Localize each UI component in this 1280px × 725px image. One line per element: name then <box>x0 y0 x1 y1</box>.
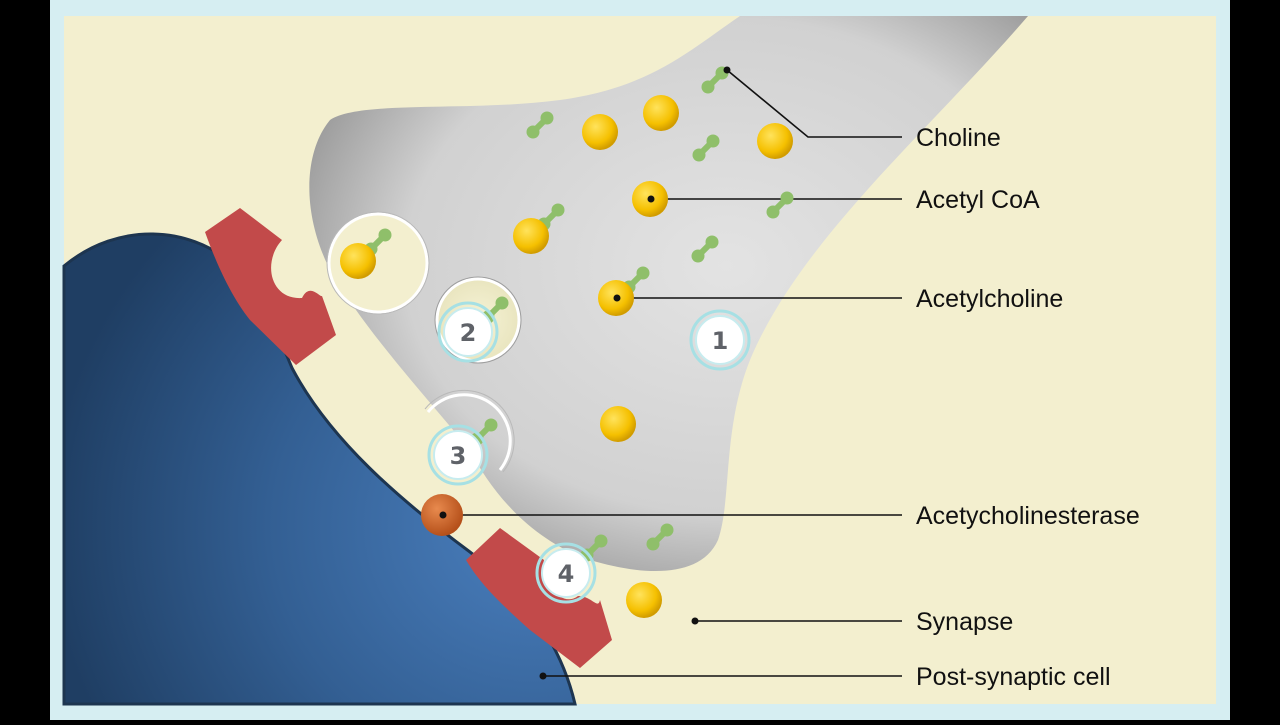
acetyl-coa-molecule <box>600 406 636 442</box>
step-number: 3 <box>450 442 467 470</box>
leader-choline <box>726 69 902 138</box>
acetylcholine-molecule <box>513 204 565 254</box>
acetylcholine-molecule <box>340 229 392 279</box>
acetyl-coa-molecule <box>757 123 793 159</box>
acetyl-coa-molecule <box>643 95 679 131</box>
label-choline: Choline <box>916 124 1001 152</box>
step-number: 2 <box>460 319 477 347</box>
label-acetylcholine: Acetylcholine <box>916 285 1063 313</box>
acetyl-coa-molecule <box>626 582 662 618</box>
step-number: 4 <box>558 560 575 588</box>
vesicle-fusing <box>424 389 515 473</box>
step-marker-2: 2 <box>437 301 499 363</box>
step-marker-1: 1 <box>689 309 751 371</box>
pre-synaptic-terminal <box>309 16 1029 572</box>
receptor-upper <box>205 208 336 365</box>
leader-lines <box>443 69 902 677</box>
label-acetylcholinesterase: Acetycholinesterase <box>916 502 1140 530</box>
label-post-synaptic-cell: Post-synaptic cell <box>916 663 1111 691</box>
acetyl-coa-molecule <box>582 114 618 150</box>
anchor-dots <box>439 66 731 680</box>
vesicle-upper <box>326 211 430 315</box>
step-marker-4: 4 <box>535 542 597 604</box>
step-number: 1 <box>712 327 729 355</box>
label-synapse: Synapse <box>916 608 1013 636</box>
receptor-lower <box>466 528 612 668</box>
label-acetyl-coa: Acetyl CoA <box>916 186 1040 214</box>
step-marker-3: 3 <box>427 424 489 486</box>
